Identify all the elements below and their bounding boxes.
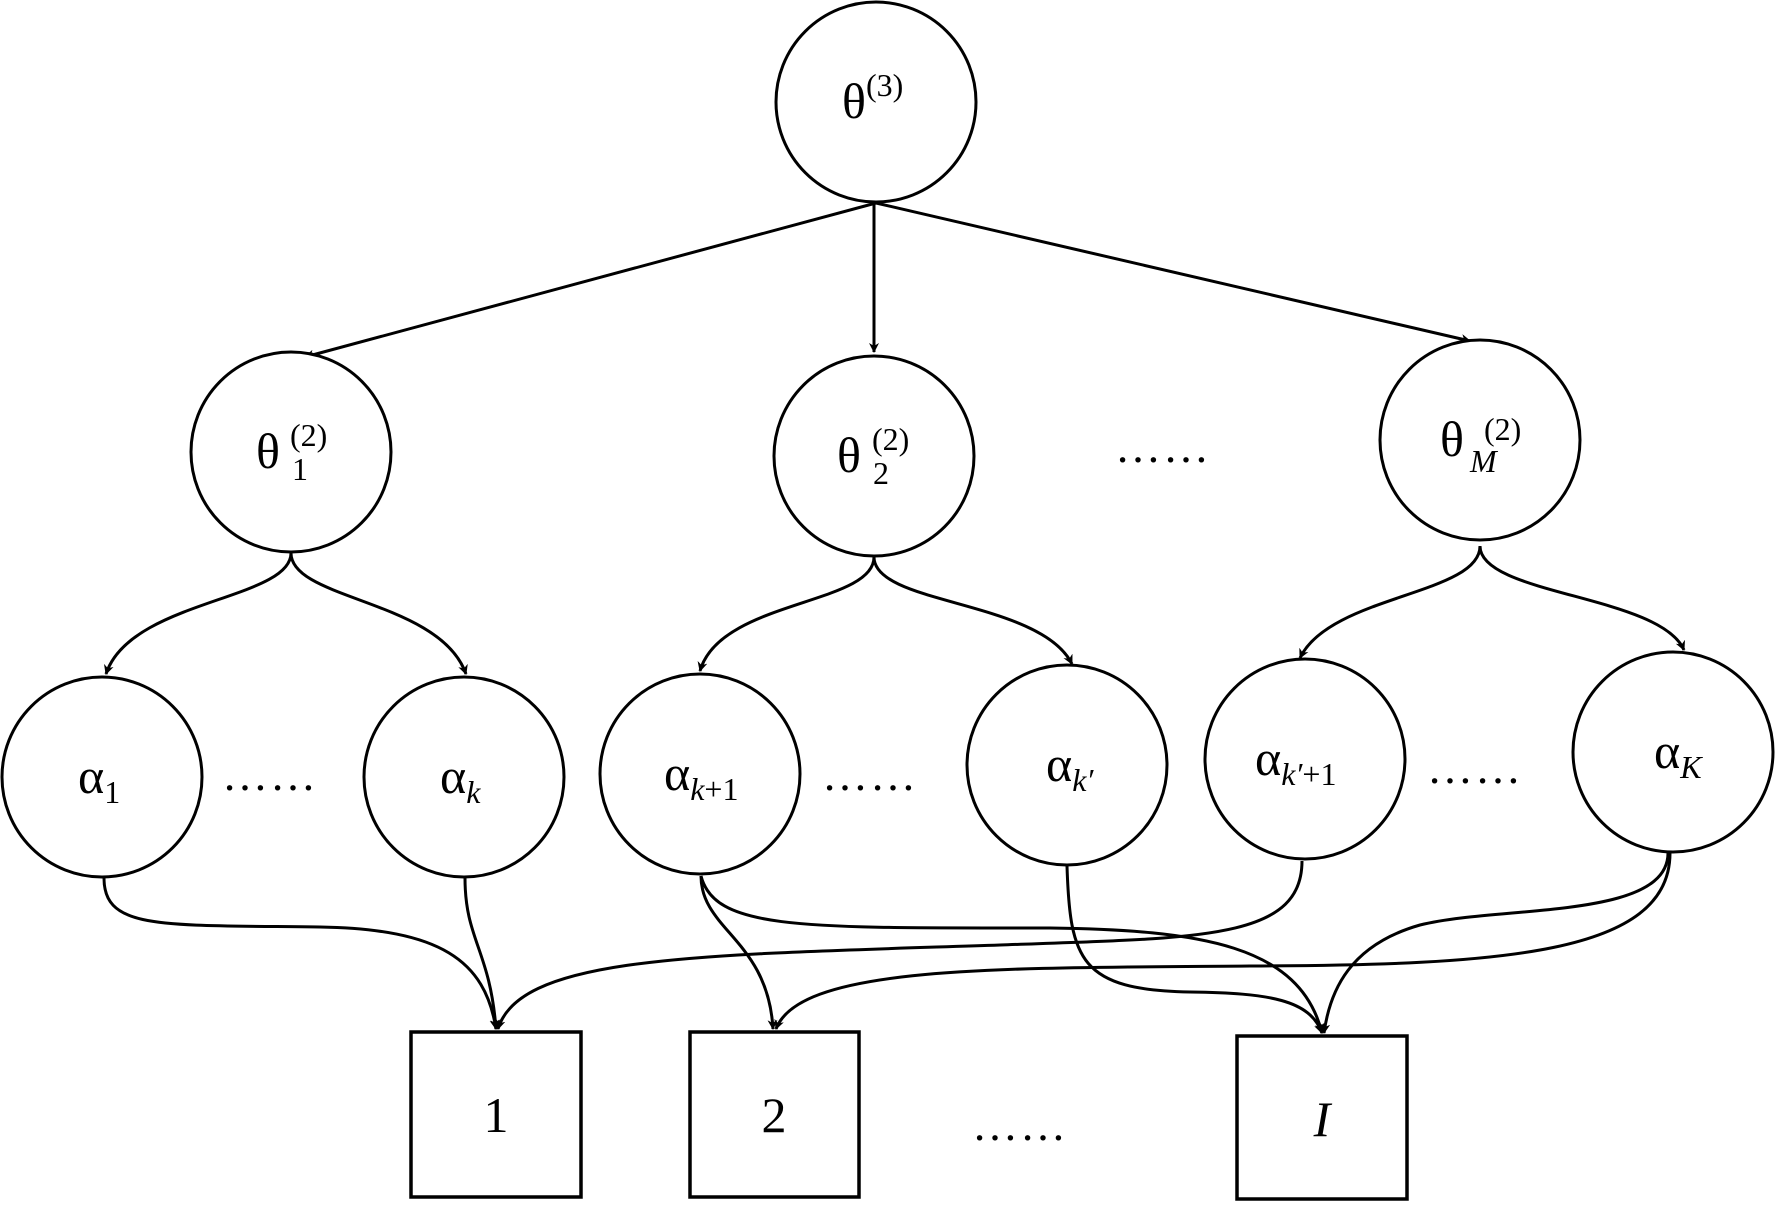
box-2-label: 2 [762,1087,787,1143]
svg-text:αk+1: αk+1 [664,745,738,807]
theta3-sup: (3) [866,67,903,103]
svg-text:αK: αK [1654,723,1703,785]
edge-alphakp1-box1 [495,860,1304,1030]
node-alphakp: αk′ [965,663,1169,867]
theta1-sup: (2) [290,417,327,453]
svg-text:……: …… [222,749,318,800]
alphak1-base: α [664,745,690,801]
node-theta1: θ 1 (2) [189,350,393,554]
edge-thetaM-alphakp1 [1298,545,1482,659]
node-alphak1: αk+1 [598,672,802,876]
edge-alphak1-box2 [699,875,778,1030]
svg-text:αk′: αk′ [1046,736,1094,798]
edge-theta2-alphak1 [697,556,876,672]
alphak1-sub-ital: k [690,771,705,807]
svg-text:θ: θ [256,423,280,479]
node-theta3: θ(3) [774,0,978,204]
edge-alphaK-box2 [774,852,1672,1030]
svg-text:θ(3): θ(3) [842,67,903,129]
ellipsis-alpha-1: …… [222,749,318,800]
box-1: 1 [409,1030,583,1199]
svg-text:αk′+1: αk′+1 [1255,730,1336,792]
ellipsis-theta-row: …… [1115,421,1211,472]
alphakp-sub: k′ [1072,762,1094,798]
thetaM-base: θ [1440,411,1464,467]
alpha1-base: α [78,748,104,804]
theta2-sub: 2 [873,455,889,491]
theta1-base: θ [256,423,280,479]
alphakp1-base: α [1255,730,1281,786]
edges-layer [102,201,1686,1034]
node-thetaM: θ M (2) [1378,338,1582,542]
box-1-label: 1 [484,1087,509,1143]
thetaM-sup: (2) [1484,411,1521,447]
alphakp-base: α [1046,736,1072,792]
alphaK-sub: K [1679,749,1703,785]
svg-text:……: …… [1115,421,1211,472]
svg-text:θ: θ [837,427,861,483]
node-alphak: αk [362,675,566,879]
theta2-sup: (2) [872,421,909,457]
alphakp1-sub-ital: k′ [1281,756,1303,792]
svg-text:……: …… [972,1099,1068,1150]
svg-text:……: …… [822,749,918,800]
thetaM-sub: M [1469,443,1499,479]
box-I-label: I [1313,1091,1333,1147]
svg-text:α1: α1 [78,748,120,810]
edge-alphaK-boxI [1320,852,1670,1034]
alphak1-sub-rest: +1 [704,771,738,807]
alphakp1-sub-rest: +1 [1302,756,1336,792]
ellipsis-boxes: …… [972,1099,1068,1150]
ellipsis-alpha-3: …… [1427,742,1523,793]
node-alphaK: αK [1571,650,1775,854]
svg-text:θ: θ [1440,411,1464,467]
node-alpha1: α1 [0,675,204,879]
theta2-base: θ [837,427,861,483]
svg-text:……: …… [1427,742,1523,793]
edge-alphakp-boxI [1065,865,1324,1034]
box-2: 2 [688,1030,861,1199]
theta3-base: θ [842,73,866,129]
alphak-base: α [440,748,466,804]
alpha1-sub: 1 [104,774,120,810]
edge-theta3-theta1 [304,201,877,360]
node-theta2: θ 2 (2) [772,354,976,558]
svg-text:αk: αk [440,748,481,810]
edge-alphak1-boxI [699,875,1325,1034]
edge-theta1-alpha1 [104,552,293,675]
box-I: I [1235,1034,1409,1201]
node-alphakp1: αk′+1 [1203,657,1407,861]
edge-theta1-alphak [289,552,468,675]
theta1-sub: 1 [292,451,308,487]
alphaK-base: α [1654,723,1680,779]
edge-theta2-alphakp [872,556,1074,665]
edge-theta3-thetaM [875,201,1471,344]
ellipsis-alpha-2: …… [822,749,918,800]
edge-thetaM-alphaK [1478,545,1686,651]
edge-alpha1-box1 [102,877,500,1030]
alphak-sub: k [466,774,481,810]
edge-alphak-box1 [463,877,501,1030]
